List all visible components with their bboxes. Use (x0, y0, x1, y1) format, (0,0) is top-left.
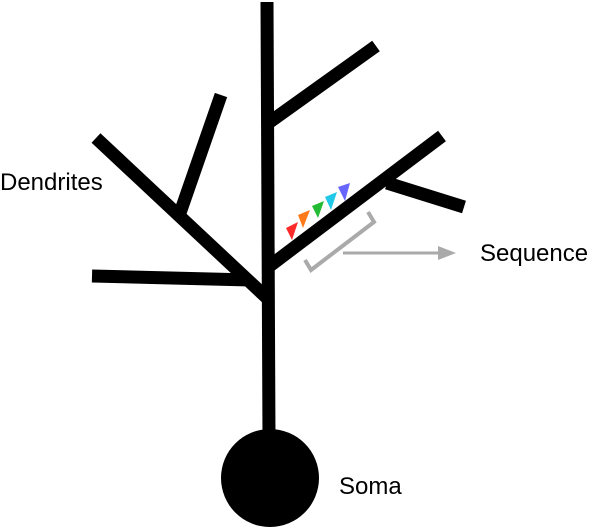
synapse-marker-red (286, 222, 298, 240)
dendrites-label: Dendrites (0, 169, 103, 196)
synapse-marker-blue (338, 183, 350, 201)
dendrite-left-lower (91, 269, 251, 287)
dendrite-left-upper-sub (173, 92, 228, 216)
synapse-marker-orange (298, 210, 310, 228)
synapse-marker-cyan (325, 192, 337, 210)
neuron (91, 1, 466, 527)
synapse-marker-green (312, 201, 324, 218)
sequence-label: Sequence (480, 240, 588, 267)
dendrite-right-main (263, 130, 446, 274)
dendrite-right-sub (385, 176, 466, 214)
sequence-arrow (343, 246, 456, 260)
sequence-bracket (303, 210, 377, 273)
dendrite-left-main (91, 133, 272, 303)
soma-label: Soma (339, 473, 402, 500)
soma-circle (221, 429, 319, 527)
dendrite-upper-right (263, 40, 380, 130)
arrow-head-icon (438, 246, 456, 260)
synapse-markers (286, 183, 350, 240)
apical-trunk (260, 1, 276, 441)
